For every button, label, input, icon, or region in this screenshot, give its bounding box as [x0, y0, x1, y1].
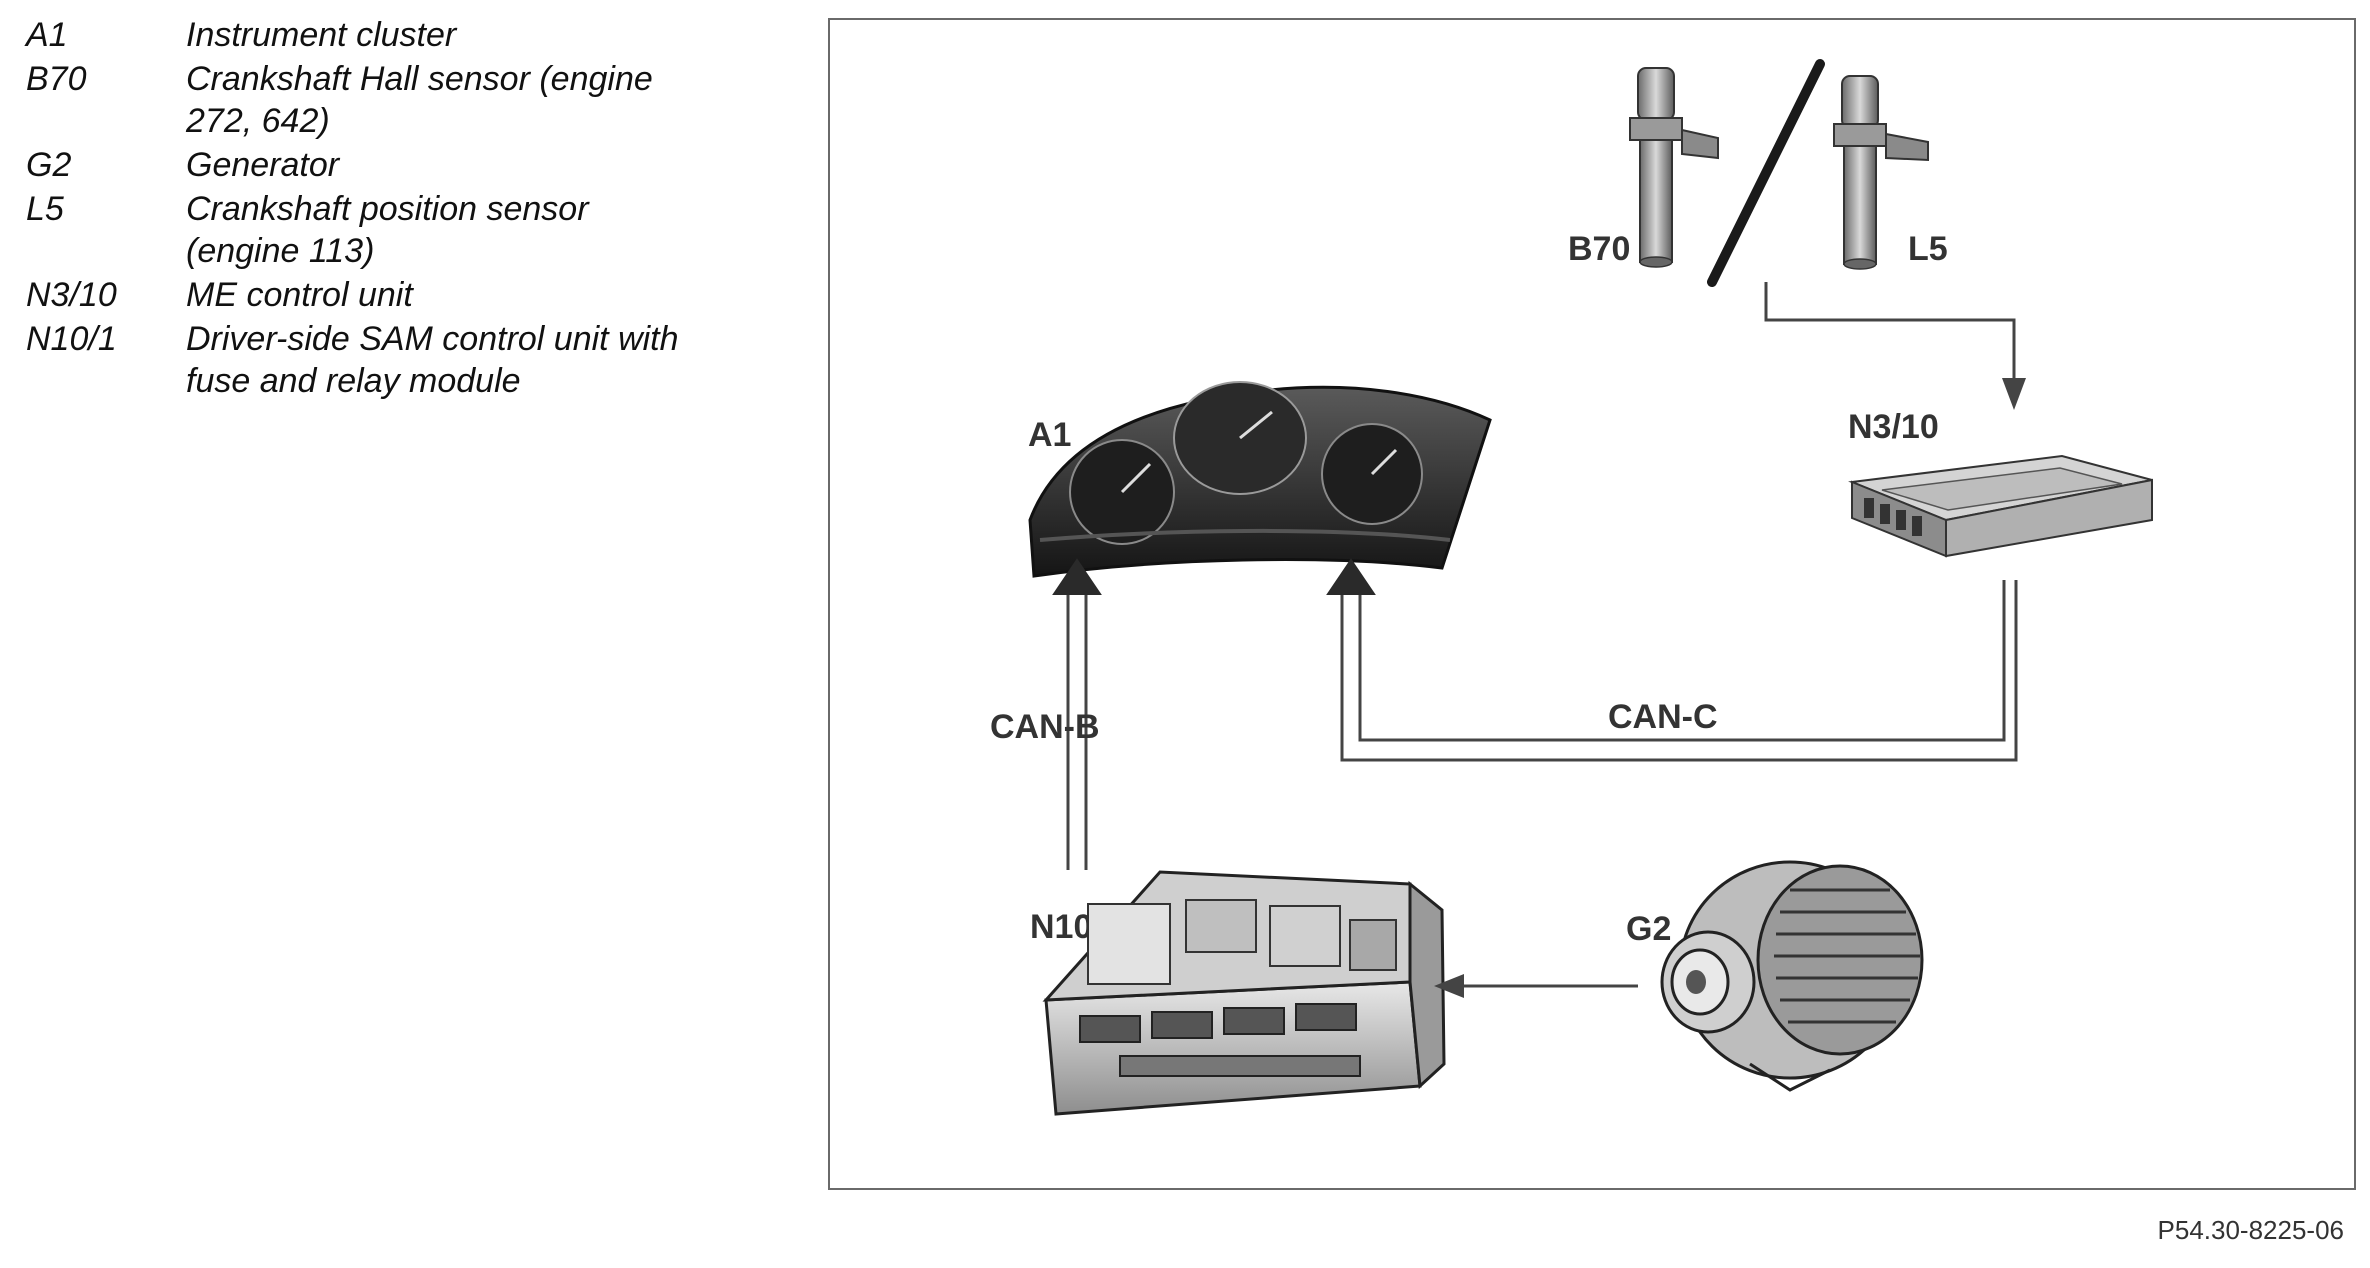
label-can-b: CAN-B [990, 708, 1100, 746]
sensor-signal-line [1764, 282, 2016, 380]
legend-description-line: Driver-side SAM control unit with [186, 320, 679, 358]
diagram-canvas: B70 L5 N3/10 A1 [990, 59, 2153, 1116]
legend-description-line: ME control unit [186, 276, 413, 314]
legend-row: A1 Instrument cluster [26, 14, 746, 56]
label-l5: L5 [1908, 230, 1948, 268]
can-c-line [1326, 558, 2018, 762]
legend-row: N10/1 Driver-side SAM control unit with fu… [26, 318, 746, 402]
g2-generator-image [1660, 860, 1924, 1092]
legend-code: N10/1 [26, 320, 117, 358]
legend-description: Crankshaft position sensor (engine 113) [186, 188, 746, 272]
label-b70: B70 [1568, 230, 1630, 268]
can-b-line [1052, 558, 1102, 870]
diagram-frame: B70 L5 N3/10 A1 [828, 18, 2356, 1190]
legend-code: L5 [26, 190, 64, 228]
legend-description-line: fuse and relay module [186, 362, 521, 400]
legend-code: G2 [26, 146, 72, 184]
label-a1: A1 [1028, 416, 1071, 454]
b70-sensor-image [1629, 67, 1719, 268]
legend-description: Generator [186, 144, 746, 186]
legend-description-line: Instrument cluster [186, 16, 457, 54]
sensor-separator-slash [1707, 59, 1825, 287]
l5-sensor-image [1833, 75, 1929, 270]
a1-instrument-cluster-image [1028, 381, 1492, 578]
legend-description: Crankshaft Hall sensor (engine 272, 642) [186, 58, 746, 142]
g2-signal-arrowhead [1434, 974, 1464, 998]
legend-row: L5 Crankshaft position sensor (engine 113) [26, 188, 746, 272]
legend-description: ME control unit [186, 274, 746, 316]
legend-code: N3/10 [26, 276, 117, 314]
label-can-c: CAN-C [1608, 698, 1718, 736]
legend-description-line: (engine 113) [186, 232, 375, 270]
legend-code: B70 [26, 60, 87, 98]
legend-code: A1 [26, 16, 68, 54]
legend-description-line: 272, 642) [186, 102, 330, 140]
figure-id: P54.30-8225-06 [2157, 1215, 2344, 1245]
legend-description-line: Crankshaft Hall sensor (engine [186, 60, 653, 98]
legend-row: G2 Generator [26, 144, 746, 186]
label-g2: G2 [1626, 910, 1671, 948]
legend-row: B70 Crankshaft Hall sensor (engine 272, 64… [26, 58, 746, 142]
legend-description: Instrument cluster [186, 14, 746, 56]
legend-description: Driver-side SAM control unit with fuse an… [186, 318, 746, 402]
legend-row: N3/10 ME control unit [26, 274, 746, 316]
legend-description-line: Generator [186, 146, 340, 184]
label-n3-10: N3/10 [1848, 408, 1939, 446]
legend-description-line: Crankshaft position sensor [186, 190, 589, 228]
n10-1-sam-control-unit-image [1042, 870, 1446, 1116]
sensor-signal-arrowhead [2002, 378, 2026, 410]
n3-10-control-unit-image [1848, 454, 2153, 558]
